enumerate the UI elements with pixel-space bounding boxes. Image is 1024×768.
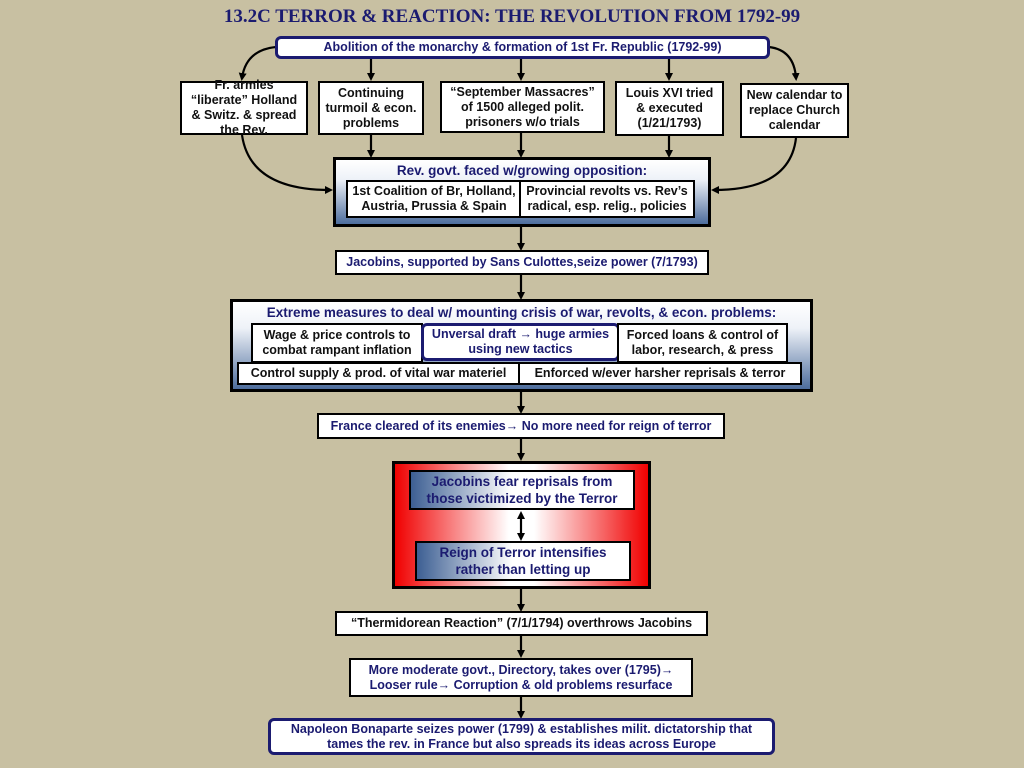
cause-turmoil-box: Continuing turmoil & econ. problems [318,81,424,135]
page-title: 13.2C TERROR & REACTION: THE REVOLUTION … [223,6,801,27]
war-materiel-box: Control supply & prod. of vital war mate… [237,362,520,385]
monarchy-abolition-box: Abolition of the monarchy & formation of… [275,36,770,59]
reprisals-box: Enforced w/ever harsher reprisals & terr… [518,362,802,385]
forced-loans-box: Forced loans & control of labor, researc… [617,323,788,363]
thermidorean-box: “Thermidorean Reaction” (7/1/1794) overt… [335,611,708,636]
universal-draft-box: Unversal draft → huge armies using new t… [421,323,620,361]
arrow-curve-right [711,137,798,194]
jacobins-seize-box: Jacobins, supported by Sans Culottes,sei… [335,250,709,275]
opposition-heading: Rev. govt. faced w/growing opposition: [396,163,648,178]
measures-heading: Extreme measures to deal w/ mounting cri… [266,305,777,320]
directory-box: More moderate govt., Directory, takes ov… [349,658,693,697]
cause-calendar-box: New calendar to replace Church calendar [740,83,849,138]
cause-massacres-box: “September Massacres” of 1500 alleged po… [440,81,605,133]
cause-louis-box: Louis XVI tried & executed (1/21/1793) [615,81,724,136]
cause-armies-box: Fr. armies “liberate” Holland & Switz. &… [180,78,308,137]
terror-intensifies-box: Reign of Terror intensifies rather than … [415,541,631,581]
arrow-top-right [768,45,800,81]
coalition-box: 1st Coalition of Br, Holland, Austria, P… [346,180,522,218]
napoleon-box: Napoleon Bonaparte seizes power (1799) &… [268,718,775,755]
jacobins-fear-box: Jacobins fear reprisals from those victi… [409,470,635,510]
enemies-cleared-box: France cleared of its enemies→ No more n… [317,413,725,439]
provincial-revolts-box: Provincial revolts vs. Rev’s radical, es… [519,180,695,218]
arrow-top-left [238,45,277,81]
arrow-curve-left [240,134,333,194]
